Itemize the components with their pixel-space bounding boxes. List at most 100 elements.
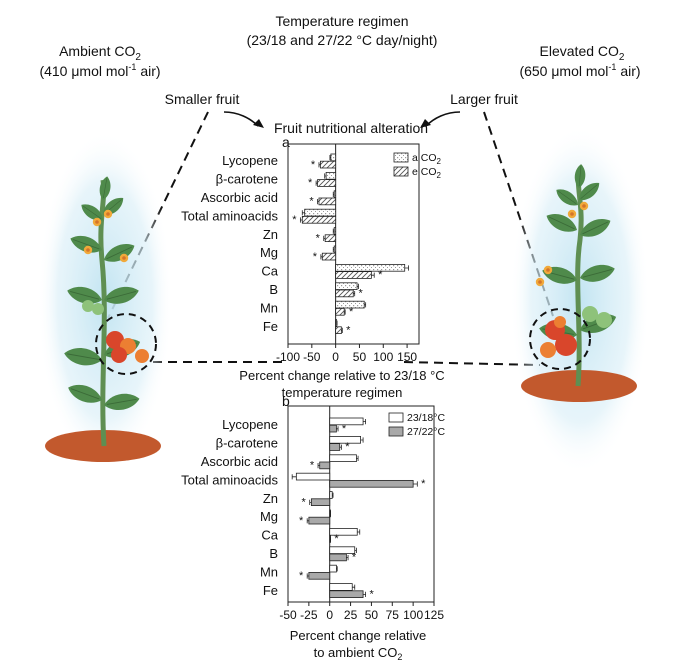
larger-fruit-label: Larger fruit	[450, 91, 518, 107]
error-bar	[320, 254, 323, 260]
left-arrow-head	[253, 119, 264, 128]
left-zoom-circle	[95, 313, 157, 375]
bar	[321, 252, 337, 261]
legend-swatch	[388, 426, 404, 437]
category-label: Lycopene	[222, 153, 278, 168]
x-tick-label: -50	[279, 608, 297, 622]
significance-star: *	[309, 196, 314, 208]
legend-swatch	[393, 166, 409, 177]
category-label: Ascorbic acid	[201, 454, 278, 469]
category-label: Ascorbic acid	[201, 190, 278, 205]
error-bar	[318, 162, 321, 168]
bar	[329, 590, 364, 598]
smaller-fruit-label: Smaller fruit	[165, 91, 240, 107]
bar	[330, 153, 337, 162]
significance-star: *	[310, 460, 315, 472]
category-label: Mn	[260, 564, 278, 579]
bar	[329, 443, 341, 451]
significance-star: *	[316, 232, 321, 244]
bar	[308, 516, 331, 525]
error-bar	[357, 283, 359, 289]
error-bar	[363, 419, 366, 425]
panel-a-x-axis-label-line-1: Percent change relative to 23/18 °C	[239, 368, 444, 383]
bar	[317, 179, 337, 187]
significance-star: *	[299, 515, 304, 527]
legend-label: a CO2	[412, 152, 442, 166]
x-tick-label: 0	[332, 350, 339, 364]
bar	[324, 234, 337, 243]
significance-star: *	[421, 478, 426, 490]
bar	[325, 171, 337, 180]
significance-star: *	[352, 552, 357, 564]
category-label: β-carotene	[216, 436, 278, 451]
right-arrow-head	[420, 119, 431, 128]
error-bar	[306, 518, 309, 524]
category-label: Zn	[263, 491, 278, 506]
error-bar	[404, 265, 409, 271]
error-bar	[332, 191, 335, 197]
category-label: Mn	[260, 300, 278, 315]
error-bar	[341, 327, 343, 333]
x-tick-label: 100	[373, 350, 393, 364]
elevated-co2-concentration: (650 μmol mol-1 air)	[519, 62, 640, 79]
category-label: Ca	[261, 528, 278, 543]
left-tomato-plant	[37, 130, 173, 470]
panel-b-bars: **********	[291, 406, 426, 602]
error-bar	[352, 584, 356, 590]
bar	[335, 282, 358, 290]
left-curved-arrow	[223, 111, 259, 127]
bar	[329, 417, 364, 426]
bar	[335, 271, 372, 279]
left-stem	[98, 179, 107, 447]
error-bar	[324, 173, 327, 179]
category-label: Mg	[260, 509, 278, 524]
error-bar	[317, 199, 319, 205]
panel-a-frame	[287, 143, 420, 345]
category-label: Total aminoacids	[181, 472, 278, 487]
bar	[329, 583, 353, 591]
significance-star: *	[299, 570, 304, 582]
error-bar	[336, 426, 339, 432]
significance-star: *	[311, 159, 316, 171]
left-zoom-line-upper	[107, 111, 209, 319]
significance-star: *	[342, 423, 347, 435]
x-tick-label: 100	[403, 608, 423, 622]
error-bar	[329, 155, 331, 161]
panel-b-x-axis-label-line-2: to ambient CO2	[314, 645, 403, 661]
legend-swatch	[388, 412, 404, 423]
x-tick-label: -100	[276, 350, 300, 364]
significance-star: *	[313, 251, 318, 263]
significance-star: *	[302, 496, 307, 508]
error-bar	[344, 309, 346, 315]
bar	[335, 289, 354, 298]
error-bar	[315, 180, 318, 186]
bar	[319, 160, 337, 169]
bar	[318, 197, 337, 206]
ambient-co2-title: Ambient CO2	[59, 43, 141, 63]
category-label: B	[269, 282, 278, 297]
error-bar	[317, 463, 320, 469]
bar	[333, 227, 337, 235]
bar	[329, 424, 337, 433]
error-bar	[299, 217, 303, 223]
significance-star: *	[378, 269, 383, 281]
significance-star: *	[349, 306, 354, 318]
significance-star: *	[346, 324, 351, 336]
category-label: B	[269, 546, 278, 561]
right-stem	[575, 169, 584, 387]
error-bar	[329, 511, 331, 517]
bar	[335, 307, 345, 316]
x-tick-label: 150	[397, 350, 417, 364]
bar	[333, 245, 337, 254]
panel-a-label: a	[282, 134, 290, 150]
bar	[310, 498, 331, 506]
error-bar	[336, 566, 338, 572]
error-bar	[291, 474, 297, 480]
error-bar	[332, 247, 335, 253]
ambient-co2-concentration: (410 μmol mol-1 air)	[39, 62, 160, 79]
bar	[329, 553, 347, 562]
